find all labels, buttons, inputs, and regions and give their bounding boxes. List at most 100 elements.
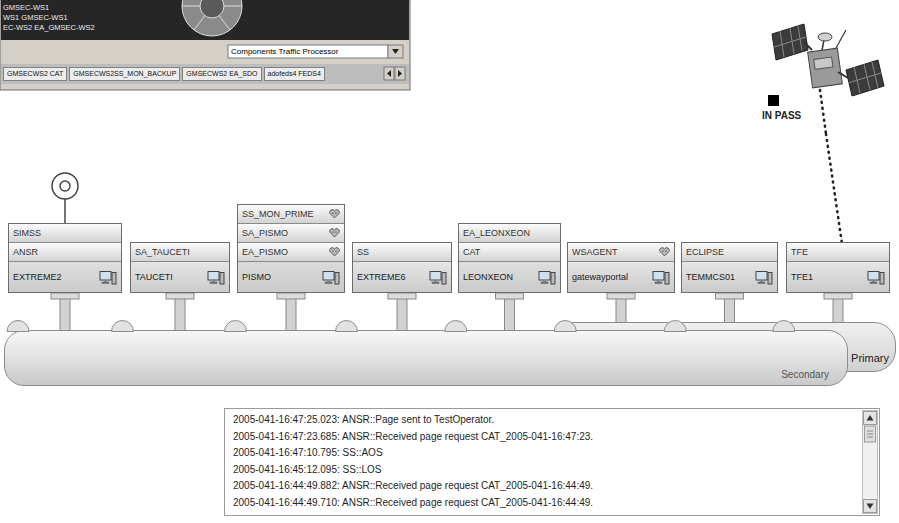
computer-icon bbox=[429, 270, 447, 285]
component-name: SS_MON_PRIME bbox=[242, 209, 314, 219]
server-stack: TFE TFE1 bbox=[786, 242, 890, 293]
computer-icon bbox=[207, 270, 225, 285]
server-name: gatewayportal bbox=[572, 272, 628, 282]
host-name: WS1 GMSEC-WS1 bbox=[3, 13, 68, 22]
server-name: TEMMCS01 bbox=[686, 272, 735, 282]
server-body: TEMMCS01 bbox=[682, 262, 777, 292]
server-name: LEONXEON bbox=[463, 272, 513, 282]
heartbeat-icon bbox=[329, 228, 340, 238]
bus-connector bbox=[388, 293, 416, 332]
antenna-symbol bbox=[52, 173, 78, 224]
heartbeat-icon bbox=[659, 247, 670, 257]
server-stack: EA_LEONXEON CAT LEONXEON bbox=[458, 223, 561, 293]
bus-connector bbox=[496, 293, 524, 332]
tab-bar: GMSECWS2 CATGMSECWS2SS_MON_BACKUPGMSECWS… bbox=[3, 67, 325, 81]
component-row: SA_PISMO bbox=[238, 224, 344, 243]
heartbeat-icon bbox=[329, 247, 340, 257]
log-entry: 2005-041-16:47:10.795: SS::AOS bbox=[233, 445, 857, 462]
server-name: TAUCETI bbox=[135, 272, 173, 282]
computer-icon bbox=[99, 270, 117, 285]
bus-label: Secondary bbox=[781, 369, 829, 380]
component-name: EA_PISMO bbox=[242, 247, 288, 257]
downlink-line bbox=[826, 134, 842, 243]
status-label: IN PASS bbox=[762, 110, 896, 121]
server-name: TFE1 bbox=[791, 272, 813, 282]
component-name: ANSR bbox=[13, 247, 38, 257]
component-name: WSAGENT bbox=[572, 247, 618, 257]
server-name: EXTREME6 bbox=[357, 272, 406, 282]
component-name: TFE bbox=[791, 247, 808, 257]
component-row: SA_TAUCETI bbox=[131, 243, 229, 262]
component-row: SS bbox=[353, 243, 451, 262]
tab-label: GMSECWS2 EA_SDO bbox=[182, 67, 261, 81]
log-entry: 2005-041-16:47:25.023: ANSR::Page sent t… bbox=[233, 412, 857, 429]
server-name: PISMO bbox=[242, 272, 271, 282]
component-rows: ECLIPSE bbox=[682, 243, 777, 262]
status-square bbox=[768, 95, 779, 106]
tab-label: adofeds4 FEDS4 bbox=[264, 67, 325, 81]
log-entry: 2005-041-16:47:23.685: ANSR::Received pa… bbox=[233, 429, 857, 446]
component-rows: SS_MON_PRIME SA_PISMO EA_PISMO bbox=[238, 205, 344, 262]
log-entry: 2005-041-16:44:49.710: ANSR::Received pa… bbox=[233, 495, 857, 512]
computer-icon bbox=[322, 270, 340, 285]
server-stack: WSAGENT gatewayportal bbox=[567, 242, 675, 293]
component-name: SS bbox=[357, 247, 369, 257]
component-row: EA_PISMO bbox=[238, 243, 344, 262]
computer-icon bbox=[755, 270, 773, 285]
component-name: ECLIPSE bbox=[686, 247, 724, 257]
log-entry: 2005-041-16:44:49.882: ANSR::Received pa… bbox=[233, 478, 857, 495]
bus-connector bbox=[166, 293, 194, 332]
satellite: IN PASS bbox=[758, 26, 896, 134]
server-name: EXTREME2 bbox=[13, 272, 62, 282]
host-name: EC-WS2 EA_GMSEC-WS2 bbox=[3, 23, 95, 32]
host-name: GMSEC-WS1 bbox=[3, 3, 49, 12]
dropdown-value: Components Traffic Processor bbox=[231, 47, 338, 56]
server-body: LEONXEON bbox=[459, 262, 560, 292]
server-stack: SIMSS ANSR EXTREME2 bbox=[8, 223, 122, 293]
component-row: SIMSS bbox=[9, 224, 121, 243]
heartbeat-icon bbox=[329, 209, 340, 219]
tab-label: GMSECWS2 CAT bbox=[3, 67, 67, 81]
component-rows: EA_LEONXEON CAT bbox=[459, 224, 560, 262]
component-row: WSAGENT bbox=[568, 243, 674, 262]
bus-bump bbox=[4, 319, 848, 332]
component-rows: WSAGENT bbox=[568, 243, 674, 262]
server-body: EXTREME2 bbox=[9, 262, 121, 292]
event-log: 2005-041-16:47:25.023: ANSR::Page sent t… bbox=[224, 408, 880, 516]
server-stack: SS EXTREME6 bbox=[352, 242, 452, 293]
bus-connector bbox=[51, 293, 79, 332]
component-rows: SIMSS ANSR bbox=[9, 224, 121, 262]
component-name: CAT bbox=[463, 247, 480, 257]
bus-connector bbox=[277, 293, 305, 332]
server-body: EXTREME6 bbox=[353, 262, 451, 292]
server-body: TFE1 bbox=[787, 262, 889, 292]
server-stack: SA_TAUCETI TAUCETI bbox=[130, 242, 230, 293]
computer-icon bbox=[652, 270, 670, 285]
component-row: TFE bbox=[787, 243, 889, 262]
computer-icon bbox=[538, 270, 556, 285]
component-rows: TFE bbox=[787, 243, 889, 262]
server-body: gatewayportal bbox=[568, 262, 674, 292]
component-rows: SS bbox=[353, 243, 451, 262]
server-stack: SS_MON_PRIME SA_PISMO EA_PISMO PISMO bbox=[237, 204, 345, 293]
component-row: EA_LEONXEON bbox=[459, 224, 560, 243]
log-entry: 2005-041-16:45:12.095: SS::LOS bbox=[233, 462, 857, 479]
component-row: CAT bbox=[459, 243, 560, 262]
network-bus: Secondary bbox=[4, 330, 848, 386]
server-body: TAUCETI bbox=[131, 262, 229, 292]
component-name: SA_TAUCETI bbox=[135, 247, 190, 257]
tab-label: GMSECWS2SS_MON_BACKUP bbox=[69, 67, 180, 81]
server-stack: ECLIPSE TEMMCS01 bbox=[681, 242, 778, 293]
server-body: PISMO bbox=[238, 262, 344, 292]
bus-label: Primary bbox=[851, 352, 889, 364]
component-name: SIMSS bbox=[13, 228, 41, 238]
screenshot-window bbox=[0, 0, 410, 90]
computer-icon bbox=[867, 270, 885, 285]
component-name: EA_LEONXEON bbox=[463, 228, 530, 238]
component-row: SS_MON_PRIME bbox=[238, 205, 344, 224]
scroll-bar bbox=[862, 410, 878, 514]
component-rows: SA_TAUCETI bbox=[131, 243, 229, 262]
component-row: ECLIPSE bbox=[682, 243, 777, 262]
